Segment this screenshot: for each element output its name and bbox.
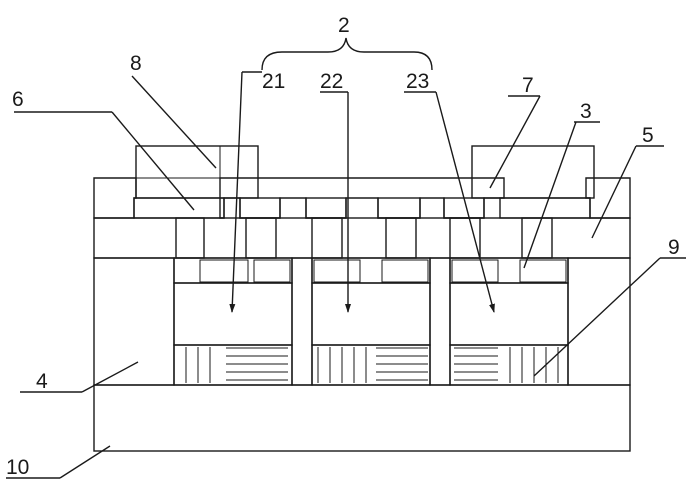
leader-lines	[6, 71, 686, 479]
cavity-23	[449, 282, 569, 386]
label-7: 7	[522, 74, 534, 97]
layer-6-pads	[133, 197, 591, 219]
electrode-8-left	[135, 145, 259, 199]
layer-5-band	[93, 217, 631, 259]
label-5: 5	[642, 124, 654, 147]
label-21: 21	[262, 70, 285, 93]
label-23: 23	[406, 70, 429, 93]
cavity-21	[173, 282, 293, 386]
layer-4-left	[93, 257, 175, 386]
cavity-22	[311, 282, 431, 386]
electrode-8-right	[471, 145, 595, 199]
layer-4-right	[567, 257, 631, 386]
group-2-brace	[261, 37, 433, 71]
label-6: 6	[12, 88, 24, 111]
label-4: 4	[36, 370, 48, 393]
label-2: 2	[338, 14, 350, 37]
via-openings	[175, 217, 553, 259]
label-10: 10	[6, 456, 29, 479]
label-9: 9	[668, 236, 680, 259]
substrate-layer-10	[93, 384, 631, 452]
label-22: 22	[320, 70, 343, 93]
layer-4-pillar-1	[291, 257, 313, 386]
label-3: 3	[580, 100, 592, 123]
label-8: 8	[130, 52, 142, 75]
layer-4-pillar-2	[429, 257, 451, 386]
